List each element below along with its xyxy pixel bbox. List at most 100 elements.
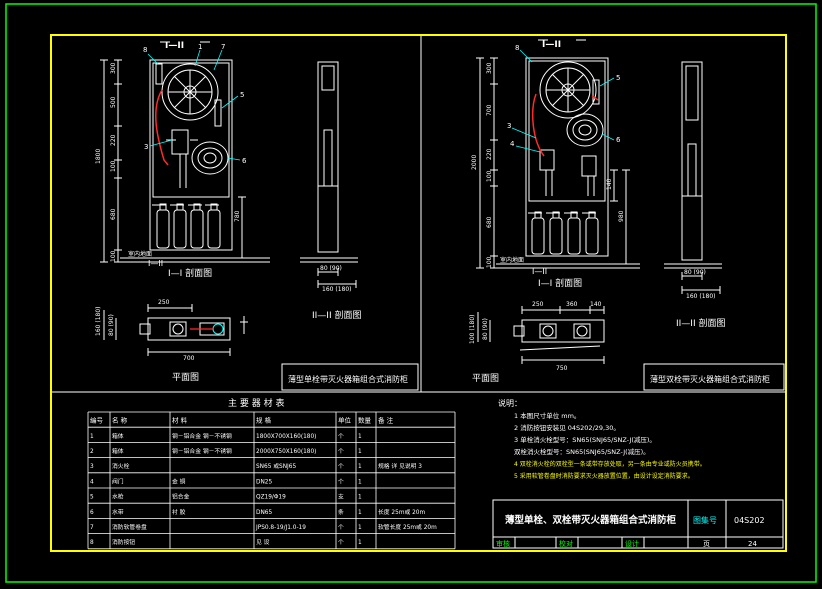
left-plan-view [103, 304, 248, 356]
table-cell: 1 [358, 434, 362, 440]
title-block-atlas-no: 04S202 [734, 516, 765, 525]
left-callout-6: 6 [242, 157, 247, 165]
title-block-title: 薄型单栓、双栓带灭火器箱组合式消防柜 [504, 514, 677, 526]
table-cell: 1 [358, 525, 362, 531]
left-side-dim-b: 160 (180) [322, 286, 352, 293]
note-line-5: 4 双栓消火栓的双栓型一条或带存放处取，另一条由专业或防火员携带。 [514, 460, 706, 468]
table-cell: 箱体 [112, 432, 124, 440]
table-cell: 4 [90, 479, 94, 485]
right-plan-dim-140: 140 [590, 301, 602, 308]
table-header-cell: 规 格 [256, 416, 272, 425]
left-callout-5: 5 [240, 91, 244, 99]
extinguishers-left [152, 203, 221, 249]
table-cell: 1 [358, 495, 362, 501]
right-dim-300: 300 [486, 62, 493, 74]
inner-frame [50, 34, 787, 552]
right-side-title: II—II 剖面图 [676, 317, 725, 329]
table-header-cell: 材 料 [172, 416, 188, 425]
right-callout-5: 5 [616, 74, 620, 82]
left-hose-line [155, 89, 169, 166]
table-cell: 7 [90, 525, 94, 531]
table-cell: JPS0.8-19/J1.0-19 [255, 525, 306, 531]
right-callout-leaders [511, 49, 615, 153]
materials-table [87, 411, 456, 550]
table-cell: 1 [358, 479, 362, 485]
right-plan-title: 平面图 [472, 373, 499, 384]
left-callout-1: 1 [198, 43, 202, 51]
note-line-4: 双栓消火栓型号：SN65(SNJ65/SNZ-J(减压)。 [514, 447, 650, 456]
table-header-cell: 数量 [358, 416, 372, 425]
table-header-cell: 单位 [338, 416, 352, 425]
table-cell: 衬 胶 [172, 508, 186, 516]
title-block-page-no: 24 [748, 540, 757, 548]
right-dim-total: 2000 [471, 155, 478, 170]
right-hose-line [531, 93, 545, 157]
table-cell: 1 [90, 434, 94, 440]
note-line-2: 2 消防按钮安装见 04S202/29,30。 [514, 423, 620, 432]
right-side-view [664, 61, 722, 294]
table-cell: 钢－铝合金 钢－不锈钢 [172, 432, 232, 440]
table-cell: 软管长度 25m或 20m [378, 523, 437, 531]
right-hose-line-2 [591, 95, 599, 101]
table-cell: 2000X750X160(180) [256, 449, 316, 455]
table-cell: 水带 [112, 508, 124, 516]
table-cell: 个 [338, 463, 344, 470]
table-cell: 1 [358, 464, 362, 470]
table-cell: 水枪 [112, 493, 124, 501]
right-side-dim-a: 80 (90) [684, 269, 706, 276]
left-dim-680: 680 [110, 208, 117, 220]
left-cut-bottom: I—II [148, 259, 163, 268]
table-cell: 规格 详 见说明 3 [378, 462, 422, 470]
note-line-1: 1 本图尺寸单位 mm。 [514, 411, 580, 420]
table-cell: 个 [338, 433, 344, 440]
table-cell: 条 [338, 508, 344, 516]
left-dim-220: 220 [110, 134, 117, 146]
left-side-view [300, 61, 358, 288]
right-plan-dim-250: 250 [532, 301, 544, 308]
title-block-review: 审核 [496, 539, 510, 548]
left-plan-dim-250: 250 [158, 299, 170, 306]
table-cell: 见 设 [256, 538, 270, 546]
left-dim-500: 500 [110, 96, 117, 108]
outer-frame [5, 3, 817, 583]
left-section-title: I—I 剖面图 [168, 267, 212, 279]
left-dim-total: 1800 [95, 149, 102, 164]
right-callout-6: 6 [616, 136, 621, 144]
title-block-atlas-label: 图集号 [693, 515, 717, 525]
table-header-cell: 备 注 [378, 416, 394, 425]
table-title: 主 要 器 材 表 [228, 397, 284, 409]
table-cell: 阀门 [112, 477, 124, 485]
right-cut-top: I—II [542, 40, 561, 50]
table-cell: 1 [358, 510, 362, 516]
table-cell: 消防按钮 [112, 538, 135, 546]
table-cell: 2 [90, 449, 94, 455]
left-plan-dim-700: 700 [183, 355, 195, 362]
left-callout-8: 8 [143, 46, 147, 54]
right-section-title: I—I 剖面图 [538, 277, 582, 289]
right-callout-3: 3 [507, 122, 511, 130]
left-plan-dim-160: 160 (180) [95, 307, 102, 337]
right-plan-view [477, 306, 605, 364]
left-dim-right: 780 [234, 210, 241, 222]
left-plan-hose-cap [212, 323, 224, 335]
note-line-6: 5 采用软管卷盘时消防要求灭火器放置位置，由设计设定消防要求。 [514, 472, 694, 480]
table-cell: SN65 或SNJ65 [256, 462, 296, 470]
table-cell: 6 [90, 510, 94, 516]
right-plan-dim-100: 100 (180) [469, 315, 476, 345]
table-cell: 金 铜 [172, 477, 186, 485]
table-header-cell: 编号 [90, 416, 104, 425]
left-side-title: II—II 剖面图 [312, 309, 361, 321]
table-cell: QZ19/Φ19 [256, 495, 286, 501]
table-cell: 消火栓 [112, 462, 130, 470]
note-line-3: 3 单栓消火栓型号：SN65(SNJ65/SNZ-J(减压)。 [514, 435, 656, 444]
title-block-design: 设计 [625, 539, 639, 548]
right-dim-220: 220 [486, 148, 493, 160]
left-callout-3: 3 [144, 143, 148, 151]
table-cell: 个 [338, 478, 344, 485]
left-plan-dim-80: 80 (90) [108, 314, 115, 336]
extinguishers-right [528, 211, 599, 255]
table-cell: 个 [338, 539, 344, 546]
left-callout-7: 7 [221, 43, 225, 51]
